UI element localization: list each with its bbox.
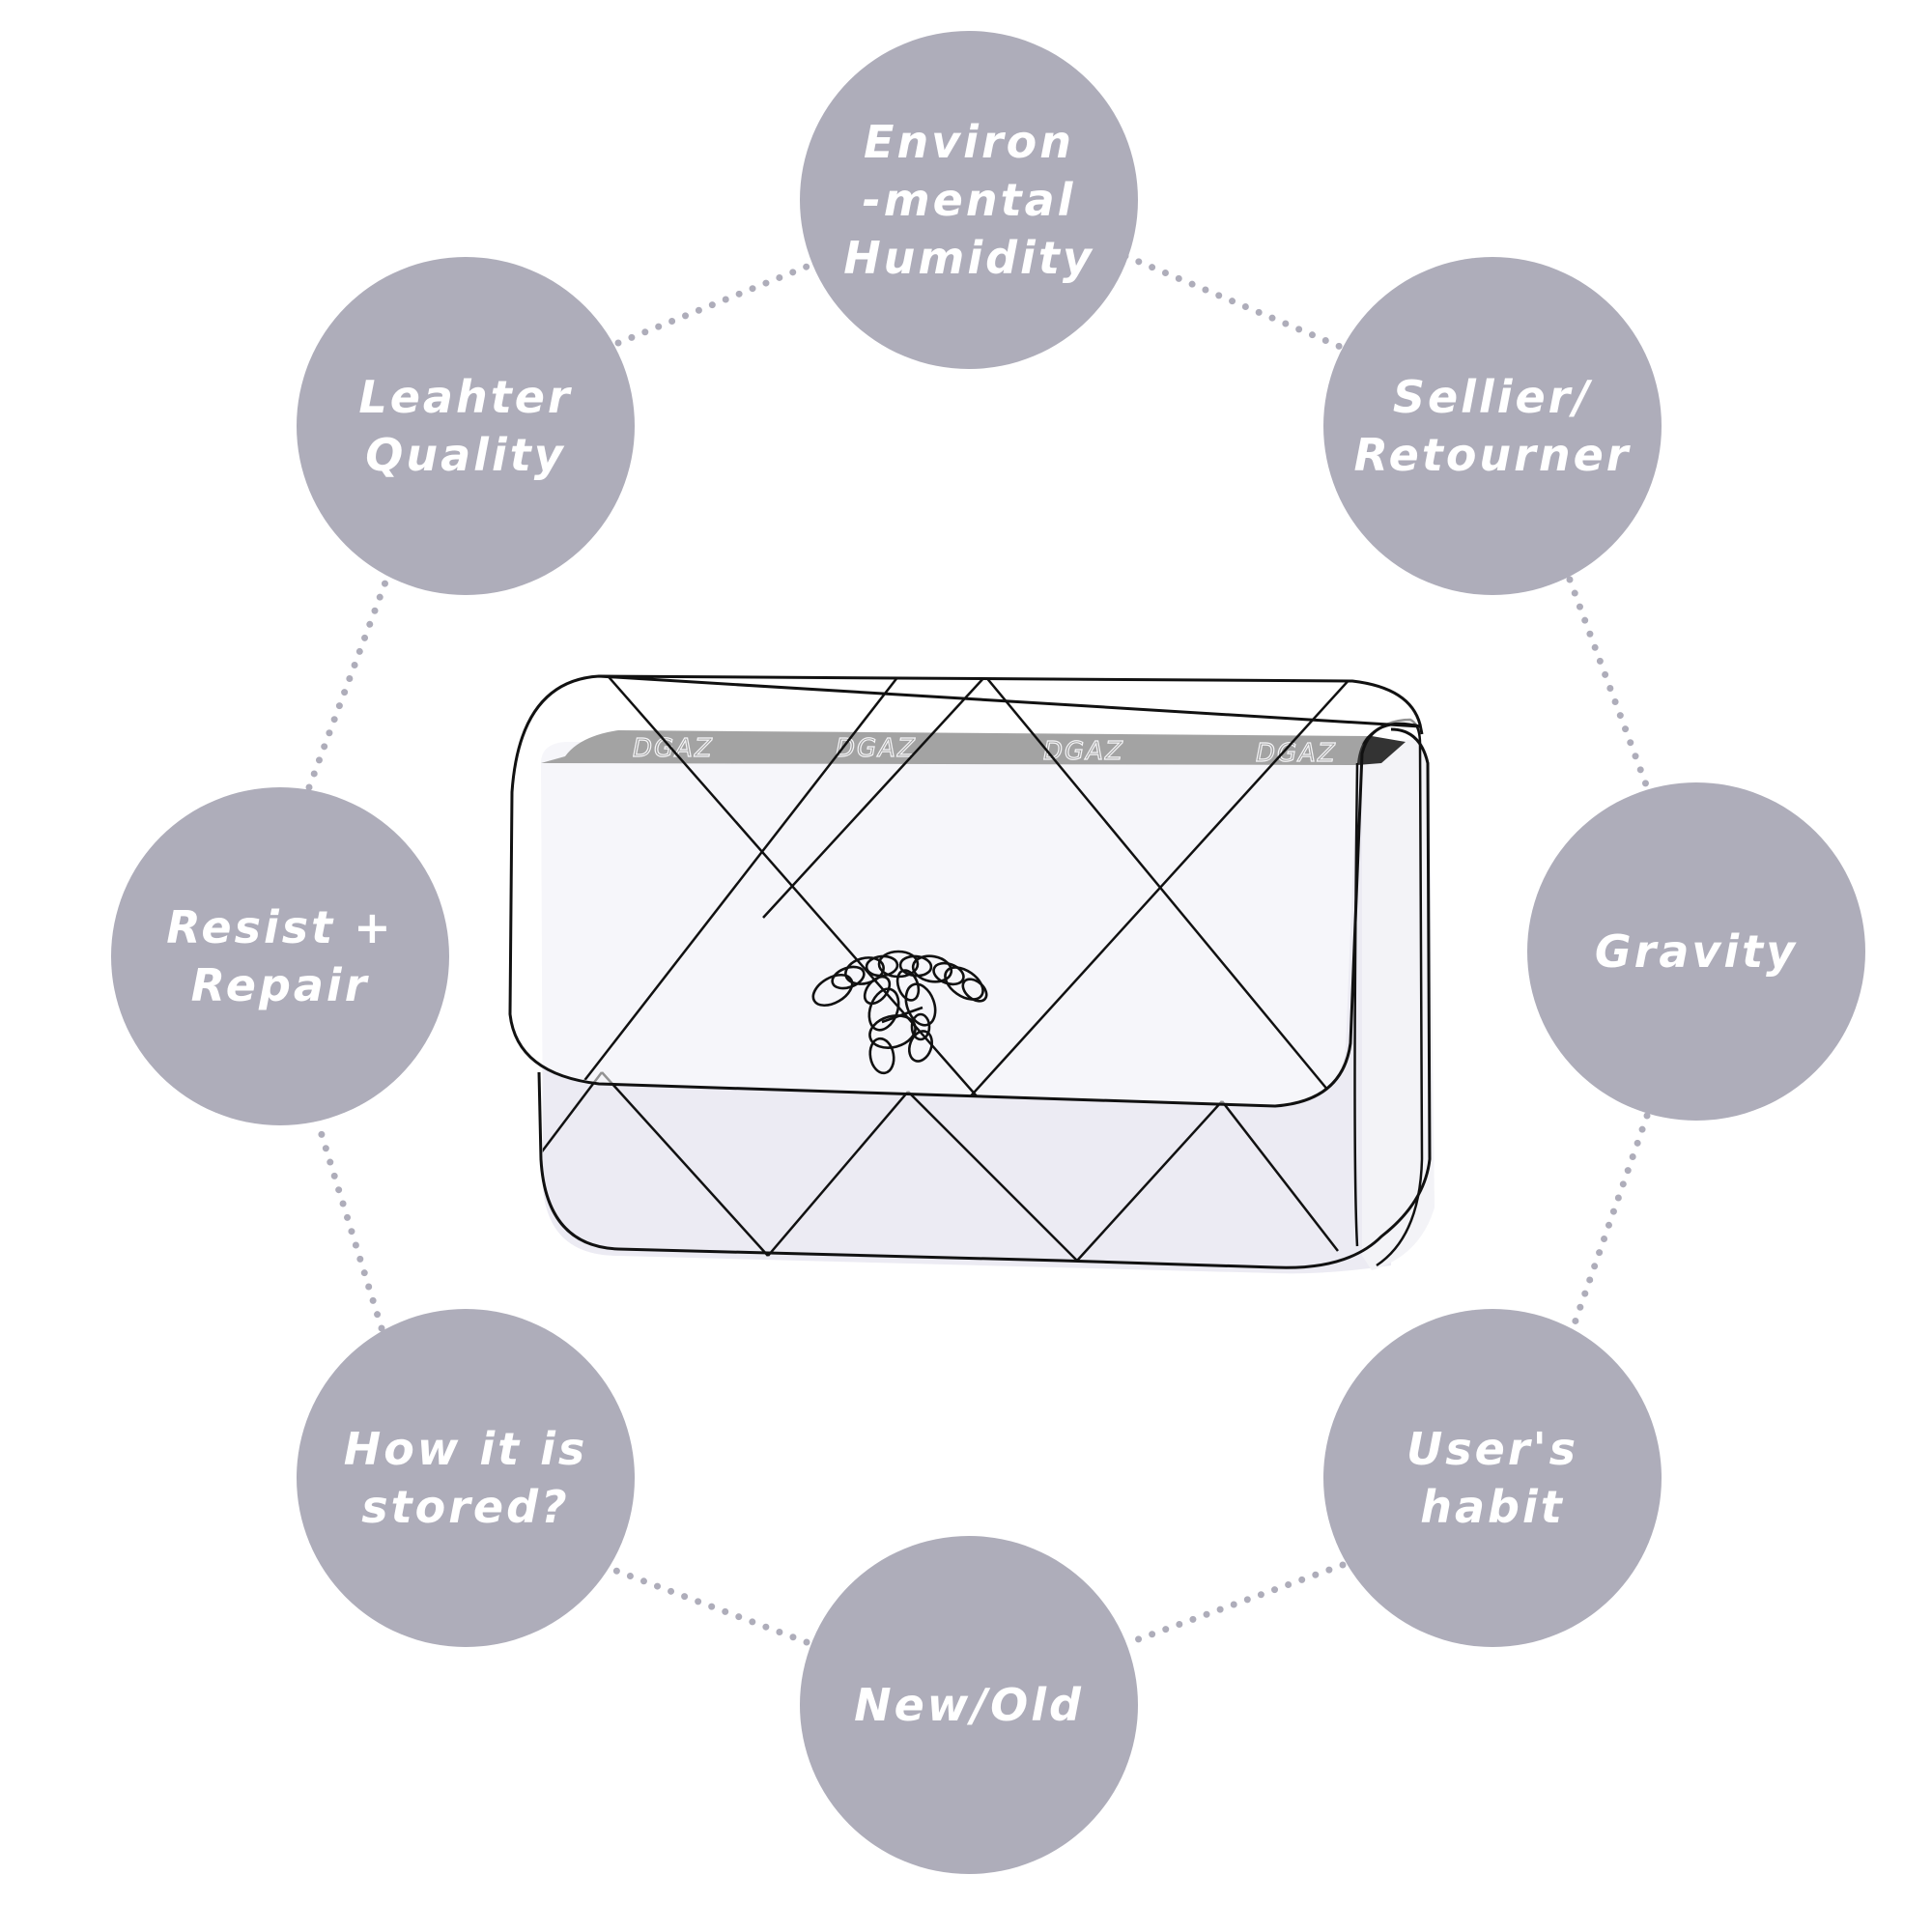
factor-label: Leahter Quality <box>358 371 573 481</box>
bag-flap <box>510 676 1420 1106</box>
factor-label: Gravity <box>1594 925 1799 978</box>
factor-node-gravity: Gravity <box>1527 782 1865 1121</box>
factor-node-leather-quality: Leahter Quality <box>297 257 635 595</box>
bag-body-outline <box>537 727 1432 1269</box>
factor-label: How it is stored? <box>343 1423 588 1533</box>
bag-side-panel <box>1362 739 1435 1270</box>
interlocking-chain-logo-icon <box>811 950 988 1075</box>
factor-node-new-old: New/Old <box>800 1536 1138 1874</box>
factor-node-user-habit: User's habit <box>1323 1309 1662 1647</box>
factor-label: Environ -mental Humidity <box>843 116 1094 284</box>
factor-node-sellier-retourner: Sellier/ Retourner <box>1323 257 1662 595</box>
factor-node-storage: How it is stored? <box>297 1309 635 1647</box>
factor-node-resist-repair: Resist + Repair <box>111 787 449 1125</box>
connector-newold-storage <box>610 1566 810 1646</box>
factor-node-humidity: Environ -mental Humidity <box>800 31 1138 369</box>
factor-label: Sellier/ Retourner <box>1353 371 1632 481</box>
connector-humidity-sellier <box>1122 252 1347 352</box>
connector-storage-resist <box>315 1122 385 1332</box>
factor-label: New/Old <box>854 1679 1084 1731</box>
factor-label: Resist + Repair <box>166 901 394 1011</box>
factor-label: User's habit <box>1406 1423 1579 1533</box>
bag-flap-outline <box>508 674 1424 1108</box>
connector-habit-newold <box>1126 1561 1347 1646</box>
